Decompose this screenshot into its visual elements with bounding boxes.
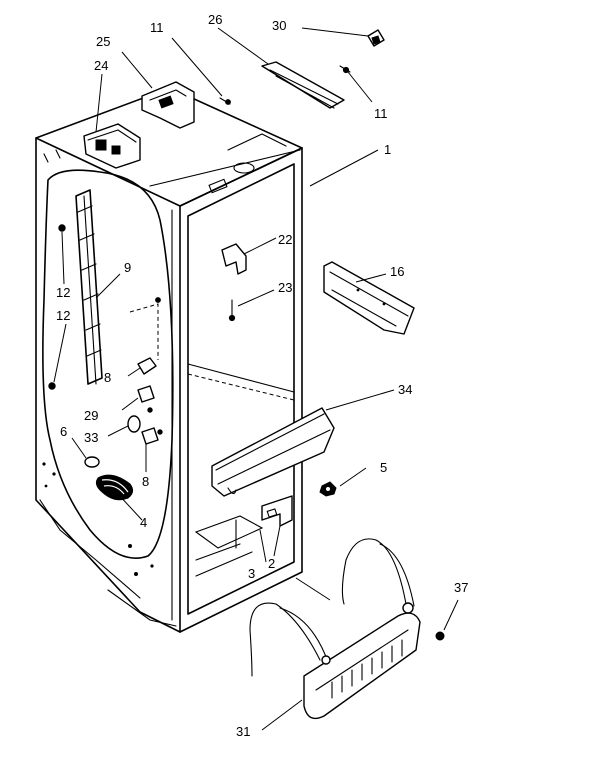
callout-11-right: 11 bbox=[374, 106, 388, 121]
callout-2: 2 bbox=[268, 556, 275, 571]
callout-9: 9 bbox=[124, 260, 131, 275]
callout-22: 22 bbox=[278, 232, 292, 247]
callout-11-upper: 11 bbox=[150, 20, 164, 35]
callout-4: 4 bbox=[140, 515, 147, 530]
callout-25: 25 bbox=[96, 34, 110, 49]
callout-33: 33 bbox=[84, 430, 98, 445]
vertical-channel bbox=[75, 189, 159, 385]
callout-24: 24 bbox=[94, 58, 108, 73]
callout-labels: 1 2 3 4 5 6 8 8 9 11 11 12 12 16 22 23 2… bbox=[56, 12, 468, 739]
callout-1: 1 bbox=[384, 142, 391, 157]
callout-5: 5 bbox=[380, 460, 387, 475]
callout-37: 37 bbox=[454, 580, 468, 595]
callout-16: 16 bbox=[390, 264, 404, 279]
callout-26: 26 bbox=[208, 12, 222, 27]
drain-pan-part-31 bbox=[249, 538, 421, 720]
cabinet-liner bbox=[35, 87, 303, 633]
callout-6: 6 bbox=[60, 424, 67, 439]
callout-23: 23 bbox=[278, 280, 292, 295]
callout-12-upper: 12 bbox=[56, 285, 70, 300]
leader-lines bbox=[53, 27, 459, 731]
callout-29: 29 bbox=[84, 408, 98, 423]
callout-8-lower: 8 bbox=[142, 474, 149, 489]
callout-3: 3 bbox=[248, 566, 255, 581]
callout-34: 34 bbox=[398, 382, 412, 397]
callout-12-lower: 12 bbox=[56, 308, 70, 323]
callout-8-upper: 8 bbox=[104, 370, 111, 385]
duct-cover-part-34 bbox=[211, 407, 335, 497]
callout-30: 30 bbox=[272, 18, 286, 33]
hardware-parts bbox=[48, 29, 445, 641]
cover-part-16 bbox=[323, 261, 415, 335]
callout-31: 31 bbox=[236, 724, 250, 739]
top-brackets bbox=[83, 61, 345, 169]
